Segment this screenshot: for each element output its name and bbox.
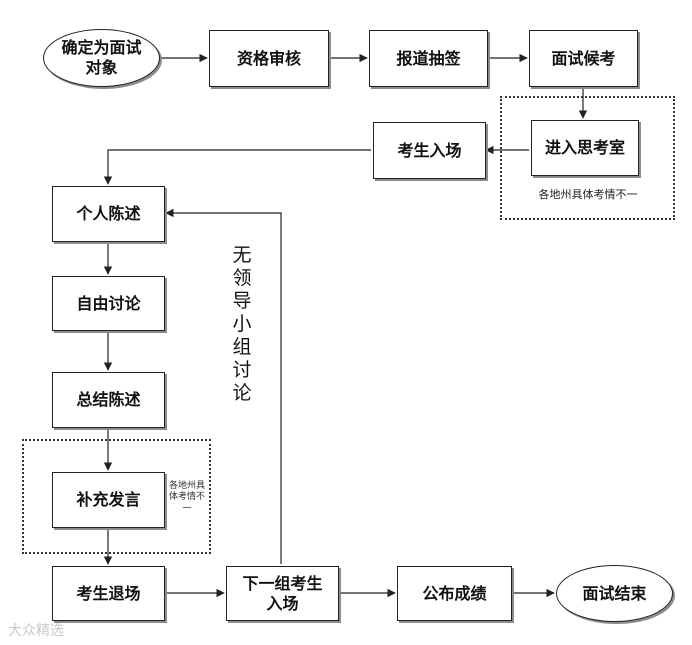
arrow-loop-next-to-statement bbox=[165, 208, 282, 564]
node-confirm: 确定为面试对象 bbox=[43, 29, 160, 87]
node-waiting: 面试候考 bbox=[529, 30, 638, 87]
node-end: 面试结束 bbox=[556, 565, 673, 622]
node-exit: 考生退场 bbox=[52, 566, 165, 621]
loop-label: 无领导小组讨论 bbox=[232, 244, 252, 404]
note-thinking-room: 各地州具体考情不一 bbox=[538, 188, 638, 201]
node-checkin-draw: 报道抽签 bbox=[369, 30, 488, 87]
region-supplement bbox=[22, 439, 211, 554]
region-thinking-room bbox=[500, 96, 675, 220]
note-supplement: 各地州具体考情不一 bbox=[169, 481, 206, 514]
node-free-discussion: 自由讨论 bbox=[52, 276, 165, 331]
node-next-group: 下一组考生入场 bbox=[226, 566, 339, 621]
watermark: 大众精选 bbox=[8, 623, 64, 639]
node-enter-venue: 考生入场 bbox=[373, 122, 486, 179]
node-qualification: 资格审核 bbox=[209, 30, 329, 87]
node-supplement: 补充发言 bbox=[52, 472, 165, 528]
arrow-enter-to-statement bbox=[103, 149, 371, 185]
node-thinking-room: 进入思考室 bbox=[531, 120, 639, 176]
node-statement: 个人陈述 bbox=[52, 186, 165, 242]
node-publish: 公布成绩 bbox=[397, 566, 512, 621]
node-summary: 总结陈述 bbox=[52, 372, 165, 428]
